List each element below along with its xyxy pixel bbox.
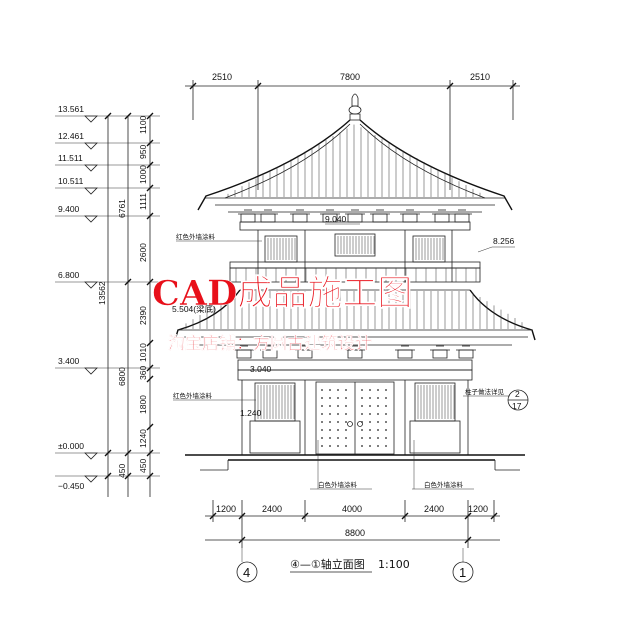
svg-text:450: 450 xyxy=(138,459,148,473)
axis-and-caption: 4 1 ④—①轴立面图 1:100 xyxy=(236,548,474,583)
svg-text:6761: 6761 xyxy=(117,199,127,218)
upper-roof xyxy=(197,93,513,213)
svg-text:1800: 1800 xyxy=(138,395,148,414)
svg-text:13562: 13562 xyxy=(97,281,107,305)
svg-text:1240: 1240 xyxy=(138,429,148,448)
level-9400: 9.400 xyxy=(55,204,160,223)
drawing-scale: 1:100 xyxy=(378,558,410,571)
svg-text:1111: 1111 xyxy=(138,193,148,210)
detail-ref-num: 2 xyxy=(515,389,520,399)
note-red-paint-lower: 红色外墙涂料 xyxy=(173,391,213,400)
watermark-subtitle: 淘宝店铺：方圆古建筑设计 xyxy=(168,333,372,354)
svg-text:2390: 2390 xyxy=(138,306,148,325)
detail-ref-sheet: 17 xyxy=(512,401,522,411)
material-notes: 红色外墙涂料 红色外墙涂料 白色外墙涂料 白色外墙涂料 柱子做法详见 2 17 xyxy=(173,232,529,490)
bottom-dimension-chain: 1200 2400 4000 2400 1200 8800 xyxy=(205,500,500,548)
svg-text:11.511: 11.511 xyxy=(58,153,83,163)
svg-text:6800: 6800 xyxy=(117,367,127,386)
top-dim-center: 7800 xyxy=(340,72,360,82)
elev-5504: 5.504(梁底) xyxy=(172,304,216,314)
svg-text:2600: 2600 xyxy=(138,243,148,262)
svg-text:1100: 1100 xyxy=(138,115,148,134)
level-11511: 11.511 xyxy=(55,153,160,172)
watermark-title: CAD成品施工图 xyxy=(152,273,412,314)
drawing-title: ④—①轴立面图 xyxy=(290,557,365,571)
top-dim-left: 2510 xyxy=(212,72,232,82)
level-12461: 12.461 xyxy=(55,131,160,150)
level-6800: 6.800 xyxy=(55,270,160,289)
elev-8256: 8.256 xyxy=(493,236,515,246)
lower-roof xyxy=(174,289,536,346)
elev-9040: 9.040 xyxy=(325,214,347,224)
bottom-dim-2: 2400 xyxy=(262,504,282,514)
svg-text:6.800: 6.800 xyxy=(58,270,80,280)
svg-text:12.461: 12.461 xyxy=(58,131,84,141)
level-3400: 3.400 xyxy=(55,356,160,375)
svg-text:±0.000: ±0.000 xyxy=(58,441,84,451)
note-red-paint-upper: 红色外墙涂料 xyxy=(176,232,216,241)
svg-text:13.561: 13.561 xyxy=(58,104,84,114)
svg-text:1000: 1000 xyxy=(138,165,148,184)
level-10511: 10.511 xyxy=(55,176,160,195)
axis-left-num: 4 xyxy=(243,565,250,580)
axis-bubble-right xyxy=(452,561,474,583)
bottom-dim-1: 1200 xyxy=(216,504,236,514)
svg-text:1010: 1010 xyxy=(138,343,148,362)
bottom-dim-3: 4000 xyxy=(342,504,362,514)
upper-storey xyxy=(229,209,481,283)
note-column-detail: 柱子做法详见 xyxy=(465,387,505,396)
level-minus0450: −0.450 xyxy=(55,475,160,491)
bottom-dim-5: 1200 xyxy=(468,504,488,514)
axis-bubble-left xyxy=(236,561,258,583)
svg-text:3.400: 3.400 xyxy=(58,356,80,366)
height-dimension-chains: 1100 950 1000 1111 2600 2390 1010 360 18… xyxy=(97,112,154,497)
note-white-paint-right: 白色外墙涂料 xyxy=(424,480,464,489)
level-markers: 13.561 12.461 11.511 10.511 9.400 6.800 … xyxy=(55,104,160,491)
elev-1240: 1.240 xyxy=(240,408,262,418)
svg-text:10.511: 10.511 xyxy=(58,176,84,186)
lower-storey xyxy=(185,345,525,471)
svg-text:450: 450 xyxy=(117,464,127,478)
elevation-labels: 9.040 8.256 5.504(梁底) 3.040 1.240 xyxy=(172,214,515,418)
svg-text:950: 950 xyxy=(138,145,148,159)
axis-right-num: 1 xyxy=(459,565,466,580)
svg-text:9.400: 9.400 xyxy=(58,204,80,214)
bottom-dim-total: 8800 xyxy=(345,528,365,538)
upper-roof-tiles xyxy=(227,124,481,197)
top-dimension-chain: 2510 7800 2510 xyxy=(185,72,520,190)
note-white-paint-left: 白色外墙涂料 xyxy=(318,480,358,489)
bottom-dim-4: 2400 xyxy=(424,504,444,514)
top-dim-right: 2510 xyxy=(470,72,490,82)
svg-text:−0.450: −0.450 xyxy=(58,481,85,491)
elev-3040: 3.040 xyxy=(250,364,272,374)
svg-text:360: 360 xyxy=(138,366,148,380)
watermark: CAD成品施工图 淘宝店铺：方圆古建筑设计 xyxy=(152,273,413,355)
